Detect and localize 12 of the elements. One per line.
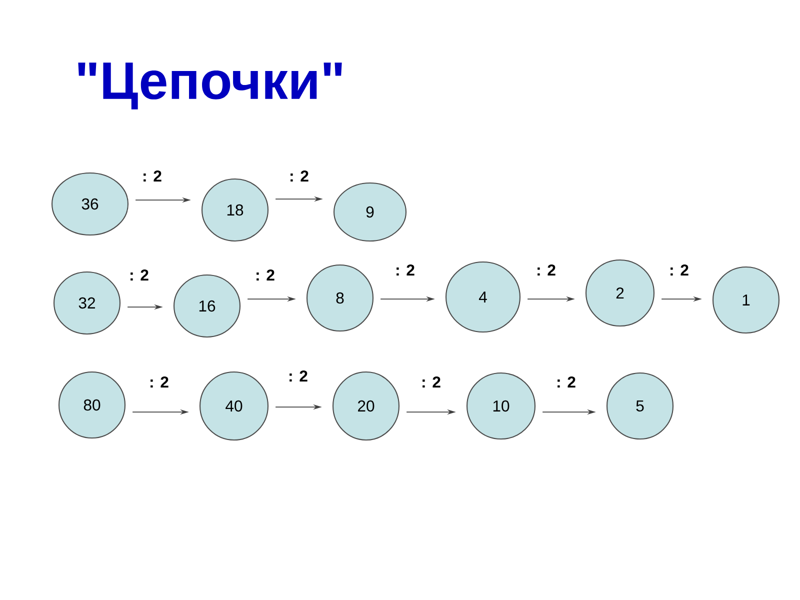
edge-label: : 2 — [422, 376, 440, 388]
edge-label: : 2 — [144, 170, 162, 182]
edge-label: : 2 — [290, 370, 308, 382]
edge-label: : 2 — [396, 264, 414, 276]
edge-label: : 2 — [150, 376, 168, 388]
title: "Цепочки" — [78, 62, 342, 110]
edge-label: : 2 — [256, 269, 274, 281]
edge-label: : 2 — [538, 264, 556, 276]
edge-label: : 2 — [130, 269, 148, 281]
edge-label: : 2 — [558, 376, 576, 388]
edge-label: : 2 — [670, 264, 688, 276]
edge-label: : 2 — [290, 170, 308, 182]
